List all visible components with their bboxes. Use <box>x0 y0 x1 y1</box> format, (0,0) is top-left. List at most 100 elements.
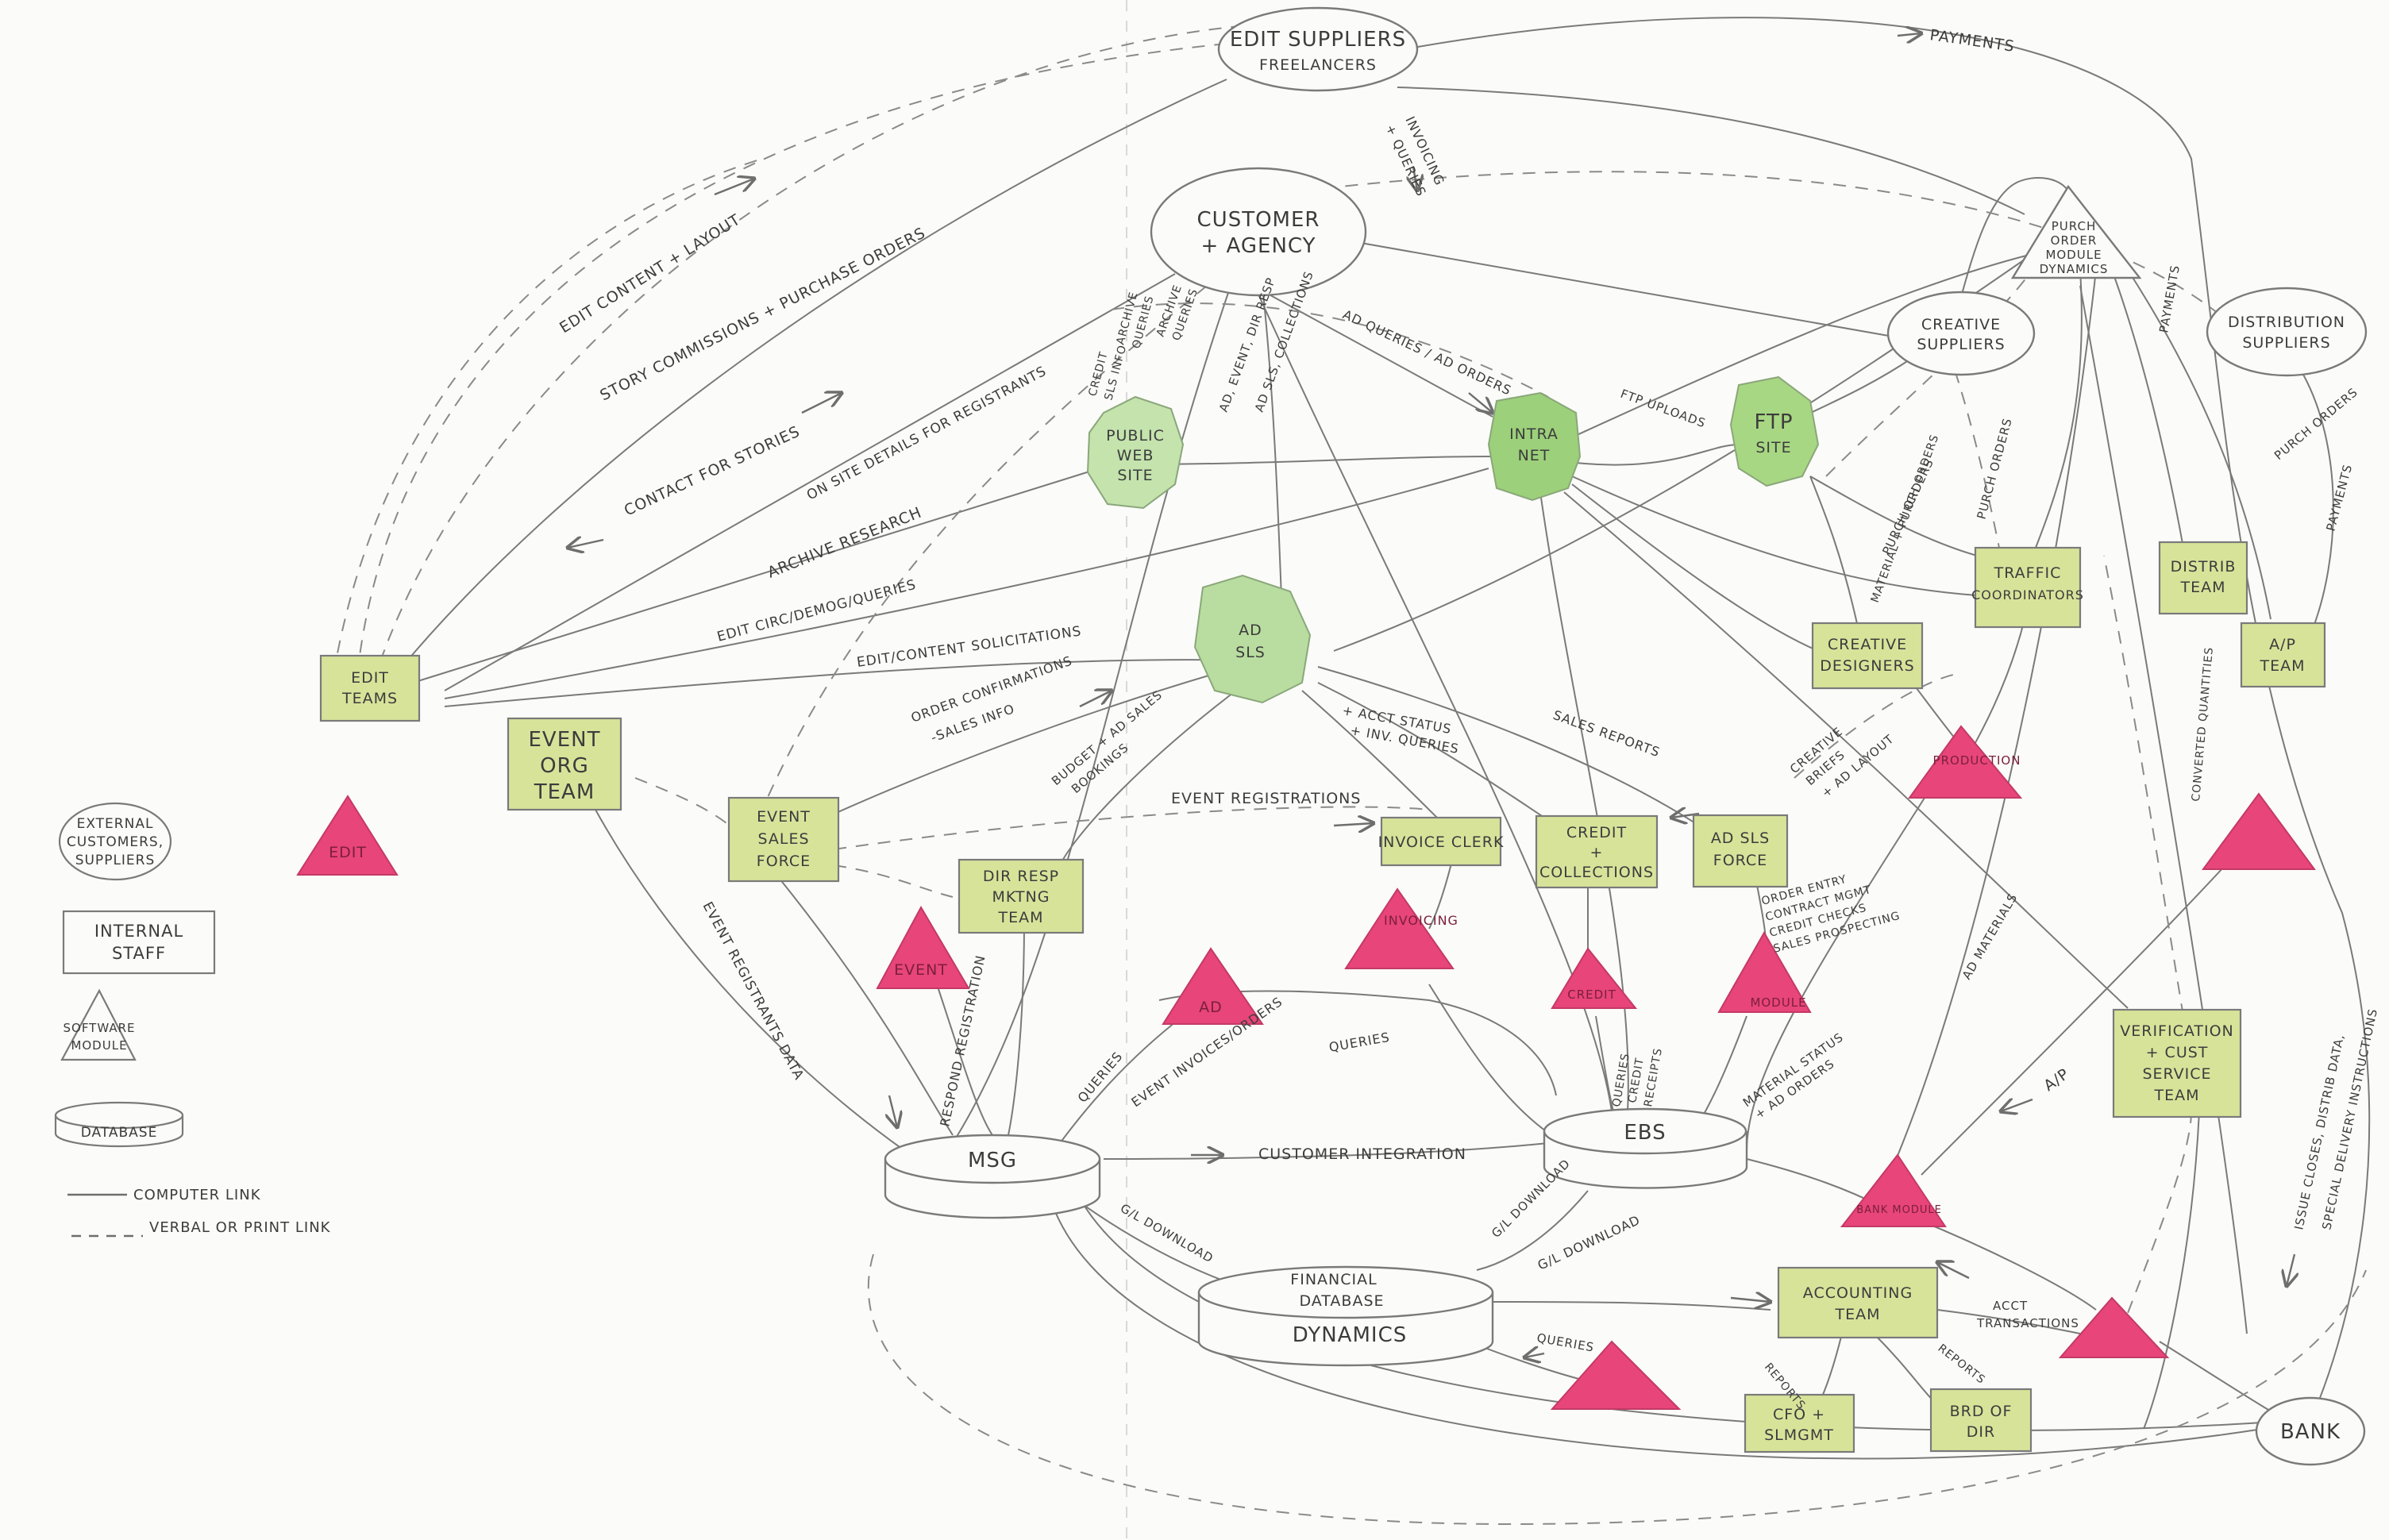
verification-label-3: SERVICE <box>2142 1065 2211 1083</box>
public-web-label-2: WEB <box>1117 447 1154 464</box>
edit-suppliers-label-2: FREELANCERS <box>1259 56 1377 74</box>
bank-label: BANK <box>2280 1420 2341 1444</box>
edit-suppliers-ellipse <box>1217 6 1419 92</box>
link-dist-to-ap <box>2302 372 2334 636</box>
link-intranet-to-verification <box>1563 491 2129 1009</box>
legend-module-triangle <box>60 988 137 1061</box>
legend-verbal-link-label: VERBAL OR PRINT LINK <box>149 1219 331 1236</box>
payments-top-text: PAYMENTS <box>1929 26 2016 56</box>
paper-fold-line <box>1126 0 1127 1540</box>
event-registrations-text: EVENT REGISTRATIONS <box>1171 790 1361 807</box>
distribution-suppliers-label: DISTRIBUTION <box>2228 314 2345 331</box>
link-intranet-to-purch <box>1555 253 2033 445</box>
dash-public-web-arcs <box>1111 302 1549 398</box>
converted-quantities-text: CONVERTED QUANTITIES <box>2190 646 2216 802</box>
creative-suppliers-label: CREATIVE <box>1921 316 2001 333</box>
link-invoice-to-invmod <box>1428 857 1454 930</box>
arrow-marks <box>568 33 2295 1357</box>
ad-queries-text: AD QUERIES / AD ORDERS <box>1340 306 1513 398</box>
edit-module-label: EDIT <box>329 844 367 861</box>
cfo-label-2: SLMGMT <box>1764 1426 1834 1444</box>
legend-computer-link-label: COMPUTER LINK <box>133 1187 261 1203</box>
event-org-team-box <box>507 717 622 811</box>
event-sales-label-1: EVENT <box>757 808 811 826</box>
intranet-label-2: NET <box>1518 447 1551 464</box>
ftp-label-1: FTP <box>1754 410 1793 434</box>
ad-sls-module-label: MODULE <box>1750 995 1806 1010</box>
creative-suppliers-ellipse <box>1886 291 2036 376</box>
ftp-label-2: SITE <box>1755 439 1791 456</box>
link-intranet-to-designers <box>1571 483 1819 652</box>
verification-team-box <box>2112 1008 2242 1118</box>
link-purch-to-acct <box>2079 285 2248 1334</box>
link-adsls-to-eventsales <box>825 666 1239 818</box>
queries-fin-text: QUERIES <box>1536 1330 1595 1354</box>
purch-order-label-4: DYNAMICS <box>2040 262 2109 276</box>
ftp-site-blob <box>1729 375 1820 487</box>
dash-customer-to-evt <box>761 285 1208 810</box>
reports-2-text: REPORTS <box>1936 1342 1988 1387</box>
link-msg-to-ebs <box>1103 1142 1549 1160</box>
sales-reports-text: SALES REPORTS <box>1551 707 1663 760</box>
link-dirmod-to-msg <box>936 984 993 1136</box>
dir-resp-label-1: DIR RESP <box>983 868 1059 885</box>
dash-traffic-creative <box>1952 364 2002 556</box>
customer-agency-label-2: + AGENCY <box>1201 234 1316 258</box>
intranet-blob <box>1487 391 1582 502</box>
ap-team-box <box>2240 622 2326 688</box>
dash-dirresp-registrations <box>833 806 1430 850</box>
link-customer-to-msg <box>952 285 1231 1144</box>
gl-download-2-text: G/L DOWNLOAD <box>1489 1156 1573 1240</box>
invoice-clerk-label: INVOICE CLERK <box>1378 834 1505 851</box>
public-web-label-3: SITE <box>1117 467 1153 484</box>
legend-module-label-1: SOFTWARE <box>63 1021 135 1035</box>
link-bankmod-to-distmod <box>1921 841 2248 1176</box>
edit-teams-box <box>319 654 421 722</box>
ap-text: A/P <box>2040 1065 2072 1095</box>
acct-module-triangle <box>2058 1296 2170 1358</box>
ad-sls-force-box <box>1692 814 1789 888</box>
edit-teams-label-1: EDIT <box>351 669 389 687</box>
legend-internal-label-2: STAFF <box>112 944 166 963</box>
link-customer-to-intranet <box>1238 277 1493 418</box>
legend-external-label-2: CUSTOMERS, <box>67 834 164 850</box>
link-public-to-intranet <box>1135 456 1493 465</box>
ad-module-triangle <box>1162 947 1264 1025</box>
event-org-label-3: TEAM <box>534 780 595 804</box>
gl-download-3-text: G/L DOWNLOAD <box>1536 1212 1643 1273</box>
designers-label-2: DESIGNERS <box>1820 657 1915 675</box>
ad-sls-label-1: AD <box>1239 622 1262 639</box>
credit-label-2: + <box>1590 844 1604 861</box>
verification-label-2: + CUST <box>2146 1044 2209 1061</box>
dash-acct-mod-to-verif <box>2119 1111 2192 1334</box>
creative-designers-box <box>1811 622 1924 690</box>
accounting-team-box <box>1777 1266 1939 1339</box>
credit-label-3: COLLECTIONS <box>1539 864 1654 881</box>
story-commissions-text: STORY COMMISSIONS + PURCHASE ORDERS <box>597 224 928 404</box>
traffic-coordinators-box <box>1974 546 2082 629</box>
event-registrants-data-text: EVENT REGISTRANTS DATA <box>699 899 807 1083</box>
link-adsls-to-adsales <box>1317 666 1700 826</box>
cfo-slmgmt-box <box>1744 1393 1855 1453</box>
msg-label: MSG <box>968 1149 1017 1172</box>
credit-module-triangle <box>1551 947 1638 1009</box>
budget-ad-sales-text-1: BUDGET + AD SALES <box>1049 687 1166 788</box>
edit-module-triangle <box>296 795 399 876</box>
distribution-suppliers-label-2: SUPPLIERS <box>2242 334 2330 352</box>
event-sales-label-3: FORCE <box>757 853 811 870</box>
purch-order-module-triangle <box>2010 184 2142 279</box>
creative-suppliers-label-2: SUPPLIERS <box>1917 336 2005 353</box>
distrib-team-label-1: DISTRIB <box>2171 558 2237 576</box>
onsite-details-text: ON SITE DETAILS FOR REGISTRANTS <box>804 364 1050 504</box>
credit-label-1: CREDIT <box>1566 824 1627 841</box>
financial-database <box>1197 1265 1494 1367</box>
legend-external-ellipse <box>58 802 172 881</box>
accounting-label-2: TEAM <box>1834 1306 1880 1323</box>
dash-edit-to-suppliers <box>356 43 1227 676</box>
dash-big-bottom-arc <box>867 1253 2367 1526</box>
dash-ad-to-prod <box>1794 674 1954 779</box>
legend: EXTERNAL CUSTOMERS, SUPPLIERS INTERNAL S… <box>54 802 331 1238</box>
acct-transactions-text-2: TRANSACTIONS <box>1976 1316 2079 1330</box>
edit-suppliers-label: EDIT SUPPLIERS <box>1230 28 1406 52</box>
customer-agency-label: CUSTOMER <box>1197 208 1320 232</box>
